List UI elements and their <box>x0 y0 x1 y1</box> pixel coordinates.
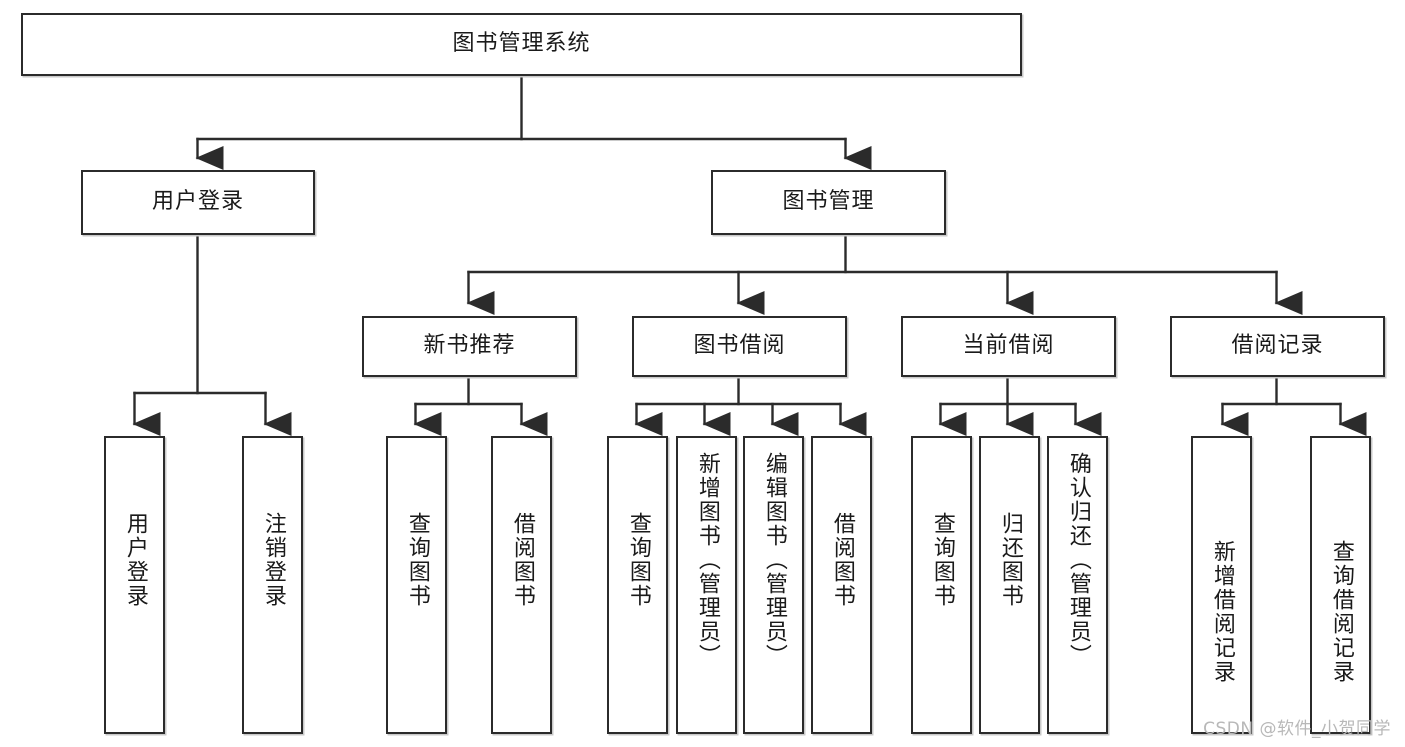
leaf-current-return-book[interactable]: 归还图书 <box>979 436 1040 734</box>
node-book-management-label: 图书管理 <box>782 189 875 215</box>
leaf-current-return-book-label: 归还图书 <box>997 512 1023 608</box>
node-current-borrow[interactable]: 当前借阅 <box>901 316 1116 377</box>
leaf-current-query-book-label: 查询图书 <box>929 512 955 608</box>
node-root-label: 图书管理系统 <box>452 31 591 57</box>
node-book-borrow[interactable]: 图书借阅 <box>632 316 847 377</box>
leaf-record-query-label: 查询借阅记录 <box>1328 540 1354 684</box>
leaf-record-add[interactable]: 新增借阅记录 <box>1191 436 1252 734</box>
leaf-current-query-book[interactable]: 查询图书 <box>911 436 972 734</box>
leaf-recommend-query-book[interactable]: 查询图书 <box>386 436 447 734</box>
node-borrow-record[interactable]: 借阅记录 <box>1170 316 1385 377</box>
leaf-borrow-add-book[interactable]: 新增图书（管理员） <box>676 436 737 734</box>
node-book-borrow-label: 图书借阅 <box>693 333 786 359</box>
leaf-user-login-label: 用户登录 <box>122 512 148 608</box>
node-current-borrow-label: 当前借阅 <box>962 333 1055 359</box>
leaf-borrow-query-book[interactable]: 查询图书 <box>607 436 668 734</box>
leaf-borrow-edit-book[interactable]: 编辑图书（管理员） <box>743 436 804 734</box>
leaf-user-logout[interactable]: 注销登录 <box>242 436 303 734</box>
node-new-book-recommend-label: 新书推荐 <box>423 333 516 359</box>
node-borrow-record-label: 借阅记录 <box>1231 333 1324 359</box>
csdn-watermark: CSDN @软件_小贺同学 <box>1203 719 1391 739</box>
leaf-recommend-borrow-book-label: 借阅图书 <box>509 512 535 608</box>
node-root[interactable]: 图书管理系统 <box>21 13 1022 76</box>
leaf-borrow-query-book-label: 查询图书 <box>625 512 651 608</box>
leaf-current-confirm-return[interactable]: 确认归还（管理员） <box>1047 436 1108 734</box>
leaf-borrow-borrow-book[interactable]: 借阅图书 <box>811 436 872 734</box>
leaf-current-confirm-return-label: 确认归还（管理员） <box>1065 452 1091 668</box>
leaf-record-add-label: 新增借阅记录 <box>1209 540 1235 684</box>
node-user-login-label: 用户登录 <box>151 189 244 215</box>
leaf-user-logout-label: 注销登录 <box>260 512 286 608</box>
leaf-borrow-borrow-book-label: 借阅图书 <box>829 512 855 608</box>
leaf-borrow-edit-book-label: 编辑图书（管理员） <box>761 452 787 668</box>
node-book-management[interactable]: 图书管理 <box>711 170 946 235</box>
leaf-recommend-borrow-book[interactable]: 借阅图书 <box>491 436 552 734</box>
node-new-book-recommend[interactable]: 新书推荐 <box>362 316 577 377</box>
leaf-user-login[interactable]: 用户登录 <box>104 436 165 734</box>
leaf-recommend-query-book-label: 查询图书 <box>404 512 430 608</box>
leaf-record-query[interactable]: 查询借阅记录 <box>1310 436 1371 734</box>
leaf-borrow-add-book-label: 新增图书（管理员） <box>694 452 720 668</box>
node-user-login[interactable]: 用户登录 <box>81 170 315 235</box>
